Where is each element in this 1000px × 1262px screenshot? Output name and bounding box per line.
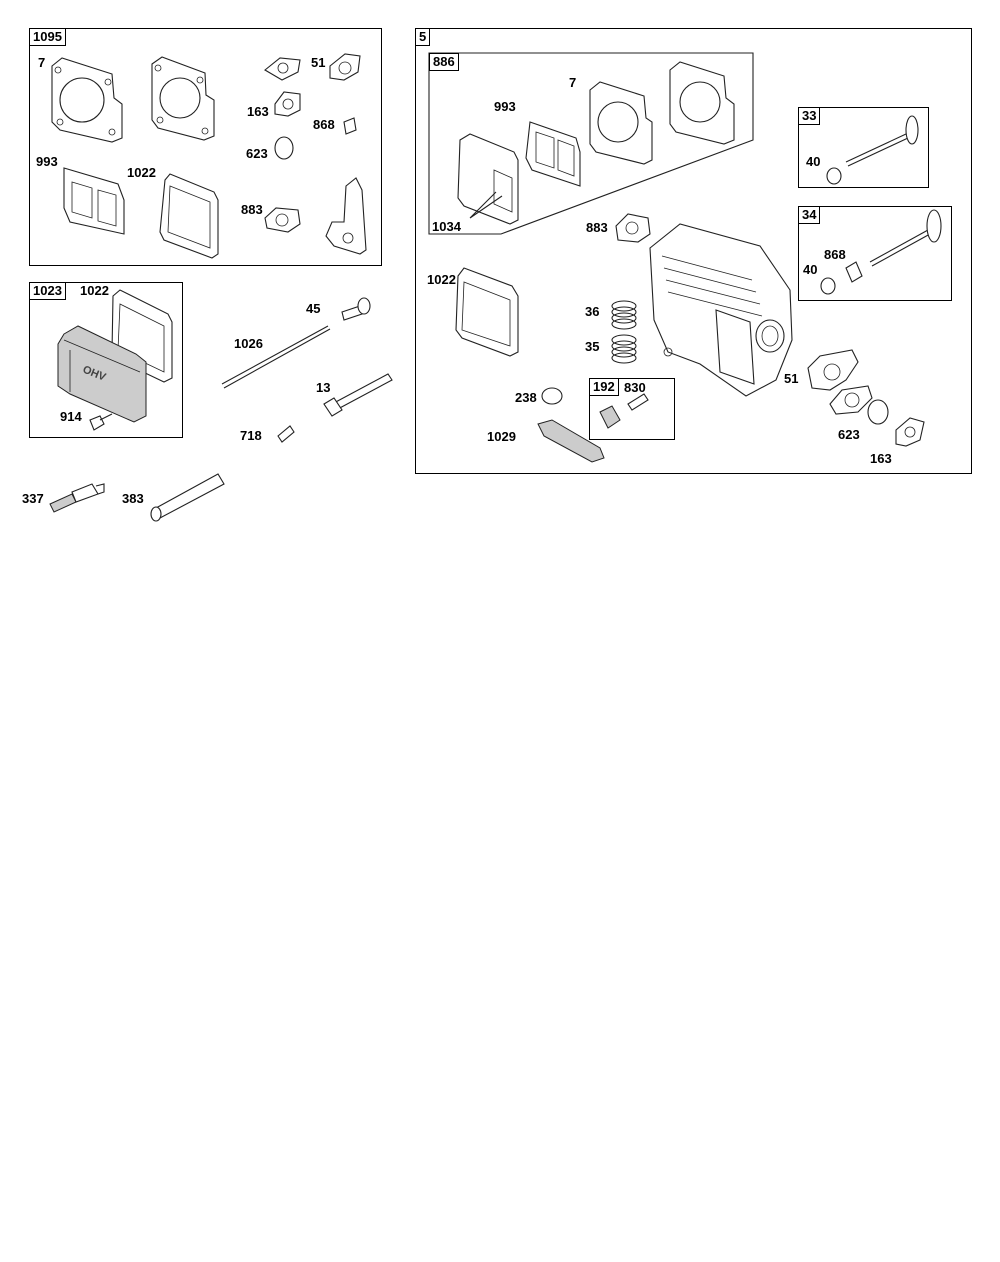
callout-40-kit34: 40 — [803, 262, 818, 277]
gasket-51-kit-drawing — [807, 349, 859, 391]
callout-883-kit: 883 — [586, 220, 608, 235]
valve-33-drawing — [826, 115, 919, 185]
callout-163: 163 — [247, 104, 269, 119]
cap-238-drawing — [541, 387, 563, 405]
kit-tag-33: 33 — [798, 107, 821, 125]
gasket-1022-drawing — [159, 173, 219, 259]
kit-tag-1023: 1023 — [29, 282, 66, 300]
callout-623: 623 — [246, 146, 268, 161]
gasket-163-kit-drawing — [895, 417, 925, 447]
kit-tag-34: 34 — [798, 206, 821, 224]
gasket-993-drawing — [63, 167, 125, 235]
callout-1022-kit: 1022 — [427, 272, 456, 287]
callout-623-kit: 623 — [838, 427, 860, 442]
heat-shield-drawing — [325, 177, 367, 255]
callout-51-kit: 51 — [784, 371, 799, 386]
callout-238: 238 — [515, 390, 537, 405]
callout-13: 13 — [316, 380, 331, 395]
kit-1095-frame — [29, 28, 382, 266]
callout-1022: 1022 — [127, 165, 156, 180]
callout-7: 7 — [38, 55, 46, 70]
kit-tag-192: 192 — [589, 378, 619, 396]
callout-1022-cover: 1022 — [80, 283, 109, 298]
callout-718: 718 — [240, 428, 262, 443]
gasket-51-drawing — [264, 53, 361, 81]
bolt-13-drawing — [323, 373, 393, 417]
kit-tag-1095: 1095 — [29, 28, 66, 46]
gasket-163-drawing — [274, 91, 301, 117]
callout-883: 883 — [241, 202, 263, 217]
callout-1029: 1029 — [487, 429, 516, 444]
head-gasket-kit-alt-drawing — [669, 61, 735, 145]
callout-51: 51 — [311, 55, 326, 70]
kit-33-frame — [798, 107, 929, 188]
callout-993: 993 — [36, 154, 58, 169]
plate-1034-drawing — [457, 133, 519, 225]
stud-192-drawing — [599, 393, 649, 429]
kit-34-frame — [798, 206, 952, 301]
callout-830: 830 — [624, 380, 646, 395]
callout-868-kit34: 868 — [824, 247, 846, 262]
kit-tag-5: 5 — [415, 28, 431, 46]
head-gasket-drawing — [51, 57, 123, 143]
callout-1026: 1026 — [234, 336, 263, 351]
callout-45: 45 — [306, 301, 321, 316]
gasket-883-drawing — [264, 207, 301, 233]
kit-192-frame — [589, 378, 675, 440]
callout-337: 337 — [22, 491, 44, 506]
gasket-883-kit-drawing — [615, 213, 651, 243]
shaft-383-drawing — [150, 473, 225, 522]
oring-623-drawing — [274, 136, 294, 160]
pin-718-drawing — [277, 425, 295, 443]
callout-35: 35 — [585, 339, 600, 354]
spring-35-drawing — [611, 334, 637, 364]
valve-cover-drawing — [57, 325, 147, 423]
callout-36: 36 — [585, 304, 600, 319]
callout-1034: 1034 — [432, 219, 461, 234]
rocker-1029-drawing — [537, 419, 605, 463]
callout-914: 914 — [60, 409, 82, 424]
callout-993-kit: 993 — [494, 99, 516, 114]
gasket-993-kit-drawing — [525, 121, 581, 187]
head-gasket-kit-drawing — [589, 81, 653, 165]
gasket-623-kit-drawing — [829, 385, 873, 415]
head-gasket-alt-drawing — [151, 56, 215, 141]
kit-tag-886: 886 — [429, 53, 459, 71]
callout-383: 383 — [122, 491, 144, 506]
gasket-1022-kit-drawing — [455, 267, 519, 357]
kit-1023-frame — [29, 282, 183, 438]
callout-7-kit: 7 — [569, 75, 577, 90]
kit-5-frame — [415, 28, 972, 474]
spark-plug-337-drawing — [49, 483, 105, 513]
seal-868-drawing — [343, 117, 357, 135]
bolt-45-drawing — [341, 297, 371, 321]
cylinder-head-drawing — [649, 223, 793, 397]
screw-914-drawing — [89, 413, 113, 431]
spring-36-drawing — [611, 300, 637, 330]
callout-40-kit33: 40 — [806, 154, 821, 169]
callout-868: 868 — [313, 117, 335, 132]
kit-886-frame — [428, 52, 754, 235]
callout-163-kit: 163 — [870, 451, 892, 466]
pushrod-1026-drawing — [221, 325, 331, 389]
oring-163-kit-drawing — [867, 399, 889, 425]
valve-34-drawing — [820, 209, 942, 295]
